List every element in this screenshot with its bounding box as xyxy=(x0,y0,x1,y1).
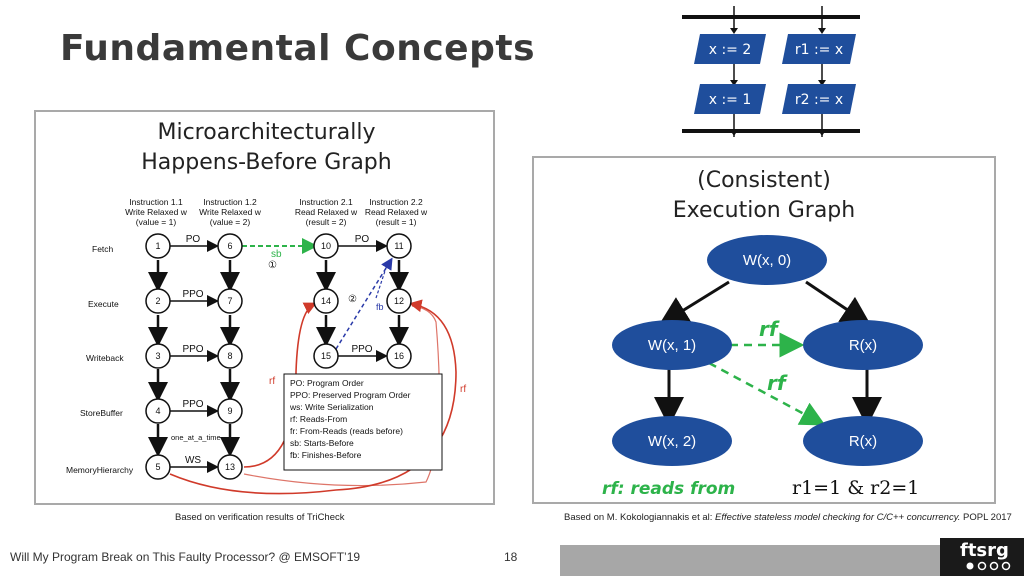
legend-box xyxy=(283,373,443,471)
code-stmt-box xyxy=(694,34,766,64)
exec-node-label: W(x, 0) xyxy=(743,252,791,269)
node: 2 xyxy=(155,296,160,306)
code-stmt-t1-1: x := 2 xyxy=(709,42,752,58)
label-sb: sb xyxy=(271,249,282,260)
footer-text: Will My Program Break on This Faulty Pro… xyxy=(10,550,361,564)
stage-writeback: Writeback xyxy=(86,353,124,363)
footer-bar xyxy=(560,545,940,576)
label-po: PO xyxy=(186,234,201,245)
col1-h3: (value = 1) xyxy=(136,217,177,227)
hb-graph-panel: Microarchitecturally Happens-Before Grap… xyxy=(34,110,495,505)
label-ppo: PPO xyxy=(182,344,203,355)
exec-node-label: W(x, 1) xyxy=(648,337,696,354)
node: 7 xyxy=(227,296,232,306)
legend-item: PPO: Preserved Program Order xyxy=(290,390,411,400)
hb-title-line1: Microarchitecturally xyxy=(157,120,376,145)
col4-h3: (result = 1) xyxy=(376,217,417,227)
code-stmt-t2-1: r1 := x xyxy=(795,42,843,58)
label-ws: WS xyxy=(185,455,201,466)
code-stmt-box xyxy=(694,84,766,114)
stage-execute: Execute xyxy=(88,299,119,309)
node: 6 xyxy=(227,241,232,251)
legend-item: sb: Starts-Before xyxy=(290,438,354,448)
exec-node-wx1 xyxy=(612,320,732,370)
label-rf-left: rf xyxy=(269,376,275,387)
stage-fetch: Fetch xyxy=(92,244,114,254)
exec-caption: Based on M. Kokologiannakis et al: Effec… xyxy=(564,512,1012,523)
node: 16 xyxy=(394,351,404,361)
rf-label-1: rf xyxy=(759,317,780,341)
exec-node-label: W(x, 2) xyxy=(648,433,696,450)
exec-node-label: R(x) xyxy=(849,337,877,354)
node: 13 xyxy=(225,462,235,472)
legend-item: PO: Program Order xyxy=(290,378,364,388)
node: 11 xyxy=(394,241,403,251)
node: 12 xyxy=(394,296,404,306)
col2-h3: (value = 2) xyxy=(210,217,251,227)
label-circ2: ② xyxy=(348,294,357,305)
label-one-at-a-time: one_at_a_time xyxy=(171,433,221,442)
exec-panel-title: (Consistent) Execution Graph xyxy=(534,166,994,226)
node: 1 xyxy=(155,241,160,251)
page-number: 18 xyxy=(504,550,518,564)
code-box: x := 2 x := 1 r1 := x r2 := x xyxy=(682,6,860,137)
result-text: r1=1 & r2=1 xyxy=(792,477,919,499)
node: 8 xyxy=(227,351,232,361)
label-ppo: PPO xyxy=(182,289,203,300)
col4-h2: Read Relaxed w xyxy=(365,207,428,217)
exec-title-line1: (Consistent) xyxy=(697,168,831,193)
legend-item: fr: From-Reads (reads before) xyxy=(290,426,403,436)
node: 4 xyxy=(155,406,160,416)
hb-caption: Based on verification results of TriChec… xyxy=(175,512,345,523)
hb-title-line2: Happens-Before Graph xyxy=(141,150,392,175)
code-stmt-t1-2: x := 1 xyxy=(709,92,752,108)
exec-graph-panel: (Consistent) Execution Graph W(x, 0) W(x… xyxy=(532,156,996,504)
label-ppo-right: PPO xyxy=(351,344,372,355)
label-fb: fb xyxy=(376,302,384,312)
exec-title-line2: Execution Graph xyxy=(672,198,856,223)
hb-panel-title: Microarchitecturally Happens-Before Grap… xyxy=(36,118,497,178)
slide-title: Fundamental Concepts xyxy=(60,28,535,69)
exec-node-label: R(x) xyxy=(849,433,877,450)
label-po-right: PO xyxy=(355,234,370,245)
node: 5 xyxy=(155,462,160,472)
code-stmt-box xyxy=(782,84,856,114)
legend-item: fb: Finishes-Before xyxy=(290,450,362,460)
node: 10 xyxy=(321,241,331,251)
rf-legend: rf: reads from xyxy=(602,479,735,499)
legend-item: rf: Reads-From xyxy=(290,414,347,424)
label-ppo: PPO xyxy=(182,399,203,410)
code-stmt-box xyxy=(782,34,856,64)
node: 9 xyxy=(227,406,232,416)
col3-h2: Read Relaxed w xyxy=(295,207,358,217)
legend-item: ws: Write Serialization xyxy=(289,402,374,412)
caption-italic: Effective stateless model checking for C… xyxy=(715,512,961,523)
label-rf-right: rf xyxy=(460,384,466,395)
stage-storebuffer: StoreBuffer xyxy=(80,408,123,418)
node: 3 xyxy=(155,351,160,361)
stage-memoryhierarchy: MemoryHierarchy xyxy=(66,465,134,475)
col2-h1: Instruction 1.2 xyxy=(203,197,257,207)
col3-h1: Instruction 2.1 xyxy=(299,197,353,207)
exec-graph: W(x, 0) W(x, 1) R(x) W(x, 2) R(x) rf rf … xyxy=(602,235,923,499)
label-circ1: ① xyxy=(268,260,277,271)
col3-h3: (result = 2) xyxy=(306,217,347,227)
col2-h2: Write Relaxed w xyxy=(199,207,262,217)
logo-dots-icon xyxy=(966,561,1011,571)
caption-prefix: Based on M. Kokologiannakis et al: xyxy=(564,512,716,523)
col1-h2: Write Relaxed w xyxy=(125,207,188,217)
code-stmt-t2-2: r2 := x xyxy=(795,92,843,108)
caption-suffix: POPL 2017 xyxy=(960,512,1012,523)
exec-node-rx1 xyxy=(803,320,923,370)
hb-graph: Instruction 1.1 Write Relaxed w (value =… xyxy=(66,197,466,495)
exec-node-wx2 xyxy=(612,416,732,466)
exec-node-rx2 xyxy=(803,416,923,466)
exec-node-wx0 xyxy=(707,235,827,285)
col4-h1: Instruction 2.2 xyxy=(369,197,423,207)
rf-label-2: rf xyxy=(767,371,788,395)
col1-h1: Instruction 1.1 xyxy=(129,197,183,207)
logo-text: ftsrg xyxy=(960,540,1009,561)
node: 14 xyxy=(321,296,331,306)
node: 15 xyxy=(321,351,331,361)
